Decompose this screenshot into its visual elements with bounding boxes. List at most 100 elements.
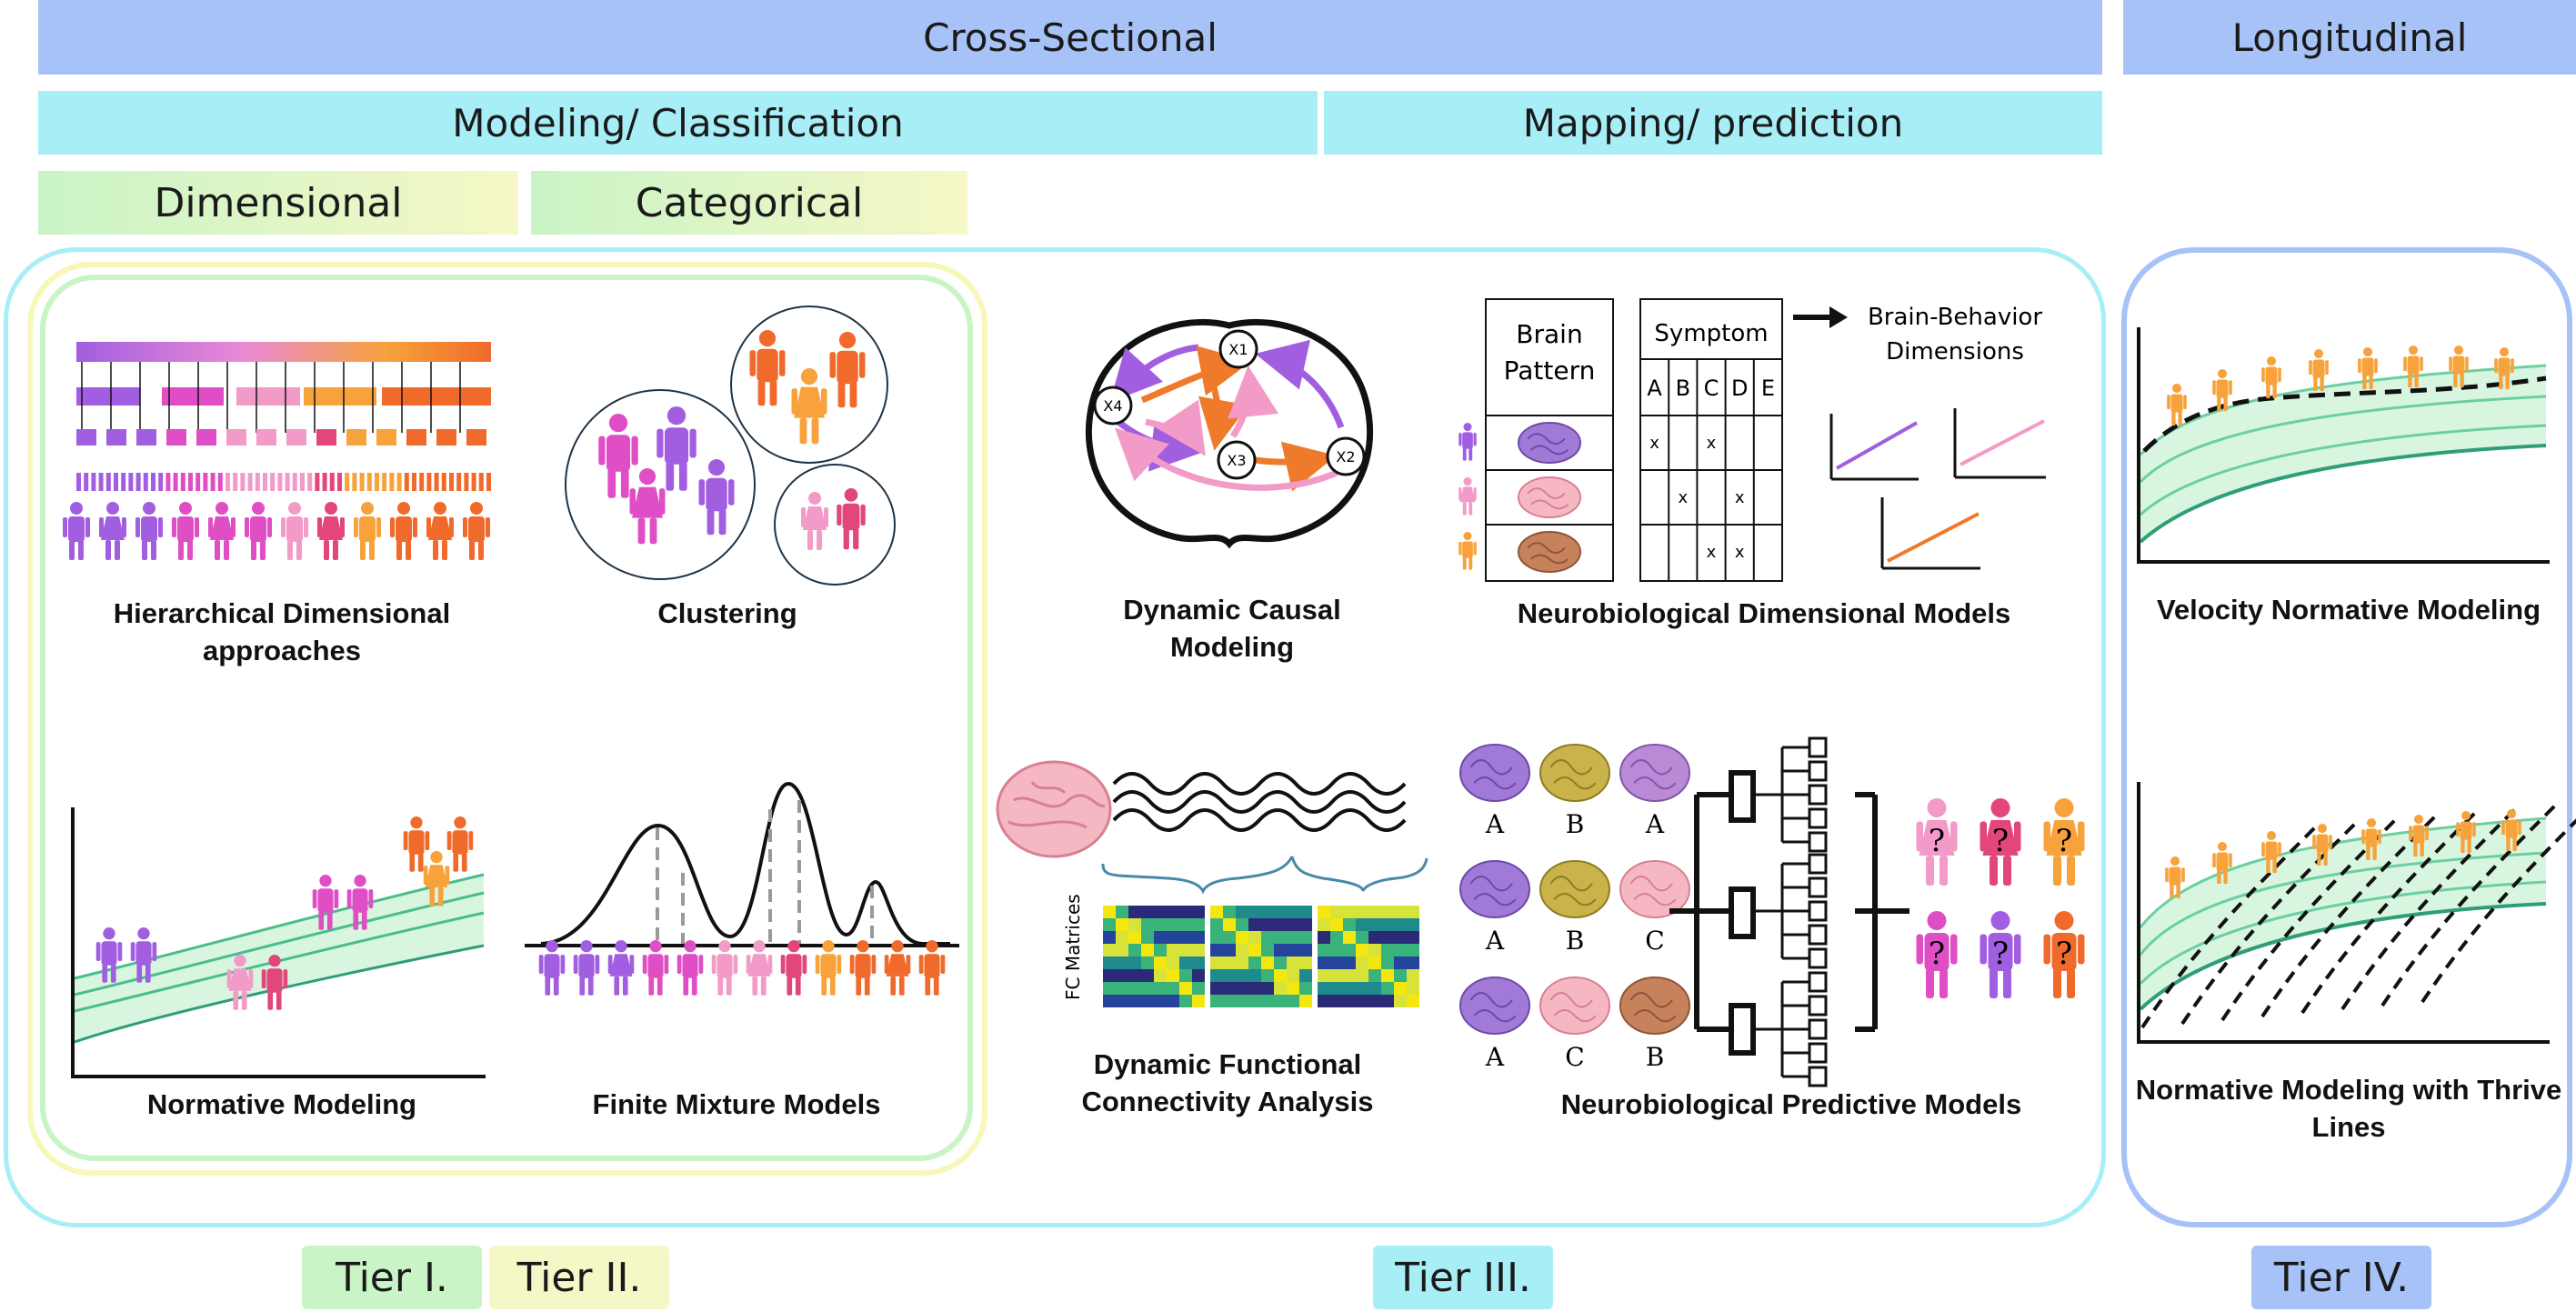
person-icon [918, 940, 946, 996]
dcm-brain-outline [1086, 318, 1373, 549]
modeling-classification-label: Modeling/ Classification [452, 100, 904, 145]
tier-three-frame [4, 247, 2106, 1227]
dcm-node-x2: X2 [1326, 436, 1366, 476]
person-icon [1458, 477, 1477, 516]
person-icon [2456, 811, 2476, 854]
person-icon [2449, 346, 2469, 388]
person-icon [849, 940, 877, 996]
symptom-column-label: E [1761, 376, 1775, 401]
brain-icon [1518, 531, 1581, 573]
tier-two-frame [27, 262, 987, 1176]
brain-class-label: A [1645, 809, 1665, 839]
brain-icon [1619, 860, 1690, 918]
symptom-column-label: B [1676, 376, 1690, 401]
person-icon [2494, 347, 2514, 390]
normative-line-top [74, 873, 485, 980]
symptom-mark: x [1707, 434, 1717, 453]
symptom-column-label: A [1647, 376, 1662, 401]
person-icon [2501, 809, 2521, 852]
categorical-label: Categorical [635, 179, 864, 226]
person-icon [2358, 347, 2378, 390]
tier-two-badge: Tier II. [489, 1246, 669, 1309]
person-icon [657, 406, 697, 491]
person-icon [2165, 856, 2185, 899]
ensemble-join [1855, 792, 1909, 1032]
brain-icon [1539, 744, 1610, 802]
categorical-header: Categorical [531, 171, 967, 235]
fourth-level-bars [76, 473, 491, 491]
person-icon [423, 851, 450, 906]
person-icon [463, 502, 490, 560]
person-icon [208, 502, 236, 560]
person-icon [426, 502, 454, 560]
symptom-mark: x [1735, 488, 1745, 507]
dfc-brackets [1101, 856, 1428, 895]
normative-people [95, 816, 474, 1010]
person-icon [2409, 815, 2429, 857]
person-icon [2403, 346, 2423, 388]
person-icon [446, 816, 474, 872]
brain-pattern-header: Brain [1516, 319, 1582, 349]
unknown-mark: ? [1929, 823, 1945, 859]
person-icon [837, 488, 866, 550]
cluster-circle-large [565, 389, 756, 580]
person-icon [711, 940, 738, 996]
svg-text:X4: X4 [1103, 397, 1122, 415]
tier-three-badge: Tier III. [1373, 1246, 1553, 1309]
person-icon [2167, 384, 2187, 426]
normative-label: Normative Modeling [146, 1088, 417, 1120]
brain-behavior-title: Brain-Behavior [1868, 304, 2042, 331]
modeling-classification-header: Modeling/ Classification [38, 91, 1318, 155]
dcm-node-x3: X3 [1217, 440, 1257, 480]
unknown-mark: ? [2056, 823, 2072, 859]
dimension-plot-1 [1829, 414, 1919, 481]
dimension-plot-2 [1953, 408, 2046, 479]
svg-text:X3: X3 [1227, 452, 1246, 469]
person-icon [2312, 824, 2332, 866]
person-icon [642, 940, 669, 996]
person-icon [135, 502, 163, 560]
brain-class-label: C [1565, 1042, 1584, 1072]
person-icon [791, 368, 827, 445]
svg-text:X2: X2 [1336, 448, 1355, 466]
person-icon [245, 502, 272, 560]
person-icon [261, 955, 288, 1010]
fc-matrices [1103, 906, 1419, 1007]
neuro-pred-label: Neurobiological Predictive Models [1560, 1088, 2022, 1120]
brain-icon [1539, 860, 1610, 918]
dfc-figure: FC Matrices [996, 760, 1428, 1007]
brain-icon [1619, 744, 1690, 802]
person-icon [2261, 831, 2281, 874]
velocity-label: Velocity Normative Modeling [2156, 594, 2541, 626]
tier-one-badge: Tier I. [302, 1246, 482, 1309]
person-icon [2309, 349, 2329, 392]
person-icon [226, 955, 254, 1010]
dimensional-label: Dimensional [154, 179, 403, 226]
person-icon [1980, 911, 2021, 998]
clustering-label: Clustering [657, 597, 797, 629]
person-icon [801, 492, 828, 550]
fc-matrix [1318, 906, 1419, 1007]
unknown-mark: ? [1992, 936, 2009, 972]
dfc-label: Dynamic Functional Connectivity Analysis [1081, 1048, 1374, 1117]
brain-pattern-brains [1518, 422, 1581, 573]
dfc-waves [1112, 772, 1407, 832]
mapping-prediction-header: Mapping/ prediction [1324, 91, 2102, 155]
brain-icon [1459, 976, 1530, 1035]
symptom-column-label: D [1731, 376, 1748, 401]
person-icon [99, 502, 126, 560]
symptom-column-label: C [1704, 376, 1719, 401]
person-icon [130, 927, 157, 983]
people-row [63, 502, 490, 560]
top-dimension-bar [76, 342, 491, 362]
person-icon [95, 927, 123, 983]
cross-sectional-header: Cross-Sectional [38, 0, 2102, 75]
person-icon [815, 940, 842, 996]
fc-matrix [1210, 906, 1312, 1007]
brain-pattern-people [1458, 423, 1477, 570]
person-icon [884, 940, 911, 996]
person-icon [1458, 532, 1477, 570]
